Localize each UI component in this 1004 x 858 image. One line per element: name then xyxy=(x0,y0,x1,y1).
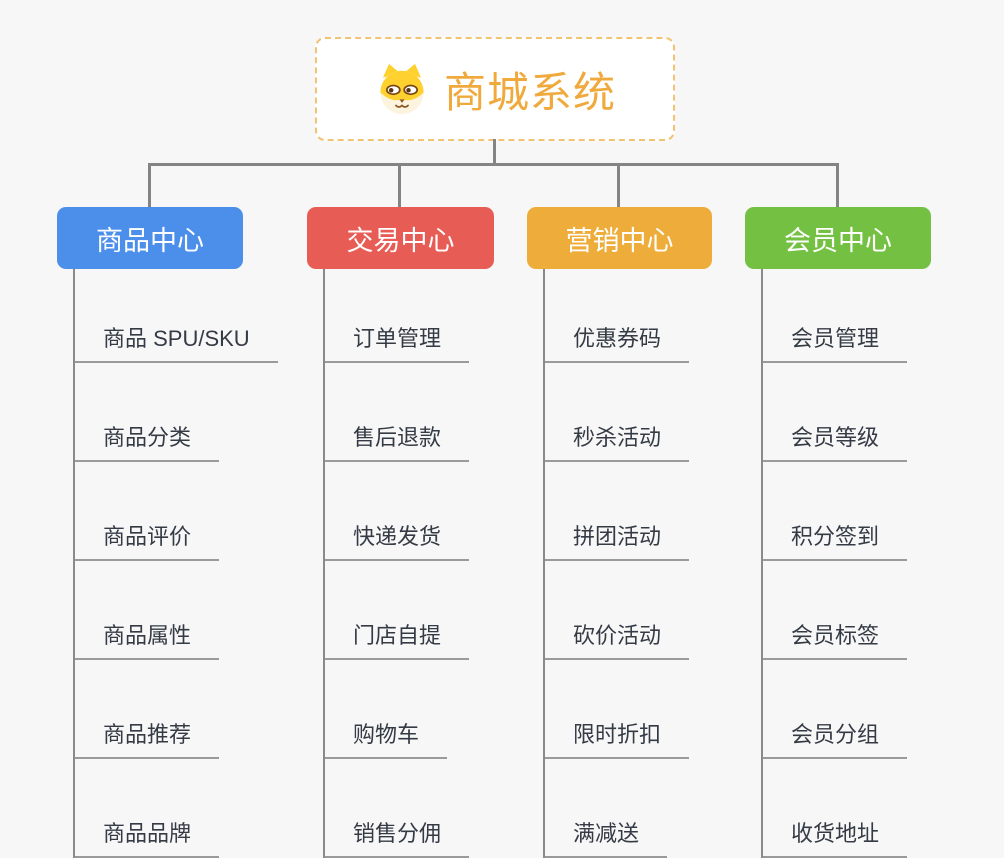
connector-branch-stub xyxy=(836,163,839,209)
child-node[interactable]: 会员标签 xyxy=(761,561,908,660)
branch-label: 交易中心 xyxy=(346,225,455,256)
branch-children-member-center: 会员管理 会员等级 积分签到 会员标签 会员分组 收货地址 xyxy=(761,269,908,858)
child-node[interactable]: 商品分类 xyxy=(73,363,220,462)
dog-face-icon xyxy=(374,63,430,115)
branch-node-member-center[interactable]: 会员中心 xyxy=(745,207,931,269)
child-node[interactable]: 商品属性 xyxy=(73,561,220,660)
mindmap-canvas: 商城系统 商品中心 交易中心 营销中心 会员中心 商品 SPU/SKU 商品分类… xyxy=(57,37,931,858)
child-node[interactable]: 拼团活动 xyxy=(543,462,690,561)
child-node[interactable]: 商品品牌 xyxy=(73,759,220,858)
root-title: 商城系统 xyxy=(443,68,616,116)
child-node[interactable]: 购物车 xyxy=(323,660,448,759)
branch-label: 营销中心 xyxy=(565,225,674,256)
child-node[interactable]: 收货地址 xyxy=(761,759,908,858)
child-node[interactable]: 门店自提 xyxy=(323,561,470,660)
child-node[interactable]: 售后退款 xyxy=(323,363,470,462)
child-node[interactable]: 会员管理 xyxy=(761,269,908,363)
branch-node-marketing-center[interactable]: 营销中心 xyxy=(527,207,712,269)
child-node[interactable]: 秒杀活动 xyxy=(543,363,690,462)
child-node[interactable]: 商品 SPU/SKU xyxy=(73,269,278,363)
child-node[interactable]: 会员等级 xyxy=(761,363,908,462)
child-node[interactable]: 限时折扣 xyxy=(543,660,690,759)
child-node[interactable]: 快递发货 xyxy=(323,462,470,561)
connector-branch-stub xyxy=(398,163,401,209)
branch-node-product-center[interactable]: 商品中心 xyxy=(57,207,243,269)
branch-label: 商品中心 xyxy=(96,225,204,256)
branch-label: 会员中心 xyxy=(784,225,892,256)
child-node[interactable]: 优惠券码 xyxy=(543,269,690,363)
child-node[interactable]: 砍价活动 xyxy=(543,561,690,660)
child-node[interactable]: 销售分佣 xyxy=(323,759,470,858)
connector-branch-stub xyxy=(617,163,620,209)
branch-children-trade-center: 订单管理 售后退款 快递发货 门店自提 购物车 销售分佣 xyxy=(323,269,470,858)
child-node[interactable]: 商品推荐 xyxy=(73,660,220,759)
branch-children-product-center: 商品 SPU/SKU 商品分类 商品评价 商品属性 商品推荐 商品品牌 xyxy=(73,269,278,858)
child-node[interactable]: 积分签到 xyxy=(761,462,908,561)
child-node[interactable]: 订单管理 xyxy=(323,269,470,363)
child-node[interactable]: 商品评价 xyxy=(73,462,220,561)
child-node[interactable]: 会员分组 xyxy=(761,660,908,759)
connector-trunk xyxy=(149,163,839,166)
connector-root-stub xyxy=(493,139,496,165)
branch-children-marketing-center: 优惠券码 秒杀活动 拼团活动 砍价活动 限时折扣 满减送 xyxy=(543,269,690,858)
connector-branch-stub xyxy=(148,163,151,209)
branch-node-trade-center[interactable]: 交易中心 xyxy=(307,207,494,269)
root-node-mall-system[interactable]: 商城系统 xyxy=(315,37,675,141)
child-node[interactable]: 满减送 xyxy=(543,759,668,858)
